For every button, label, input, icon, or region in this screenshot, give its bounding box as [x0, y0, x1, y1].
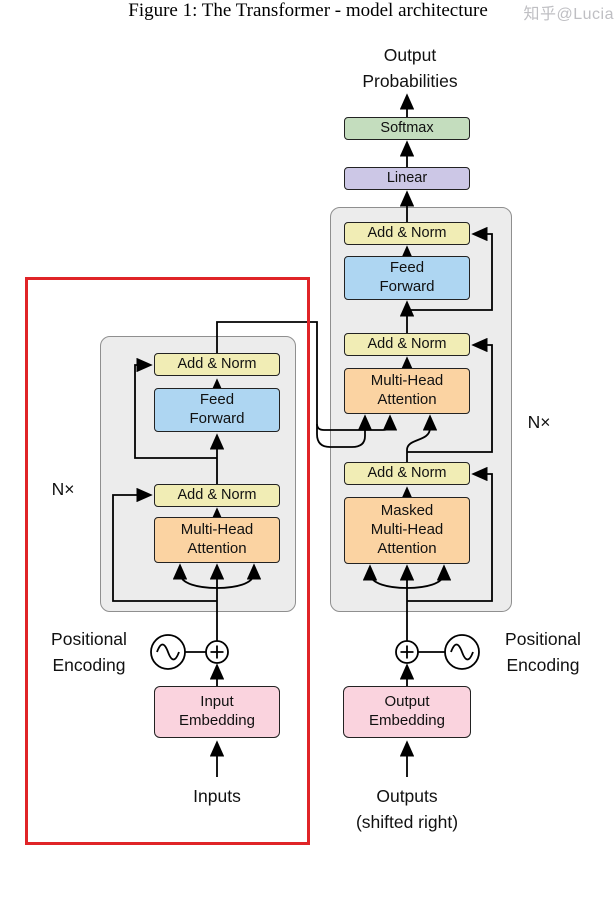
decoder-add-norm-middle: Add & Norm: [344, 333, 470, 356]
masked-multi-head-attention-box: Masked Multi-Head Attention: [344, 497, 470, 564]
watermark: 知乎@Lucia: [523, 6, 614, 23]
input-embedding-box: Input Embedding: [154, 686, 280, 738]
wire-decoder-residual-1: [407, 466, 493, 602]
sine-wave-glyph: [156, 643, 180, 661]
label-positional-encoding-right: Positional Encoding: [505, 629, 581, 676]
decoder-multi-head-attention-box: Multi-Head Attention: [344, 368, 470, 414]
decoder-add-norm-top: Add & Norm: [344, 222, 470, 245]
plus-glyph-right: [400, 645, 414, 659]
label-outputs: Outputs (shifted right): [355, 786, 459, 833]
arrow-encoder-kv-2: [316, 414, 398, 431]
wire-encoder-to-decoder-trunk: [216, 321, 318, 434]
wire-decoder-residual-2: [407, 337, 493, 453]
arrow-encoder-attention-k: [216, 563, 262, 589]
encoder-stack-container: [100, 336, 296, 612]
wire-encoder-residual-2: [134, 357, 217, 459]
wire-encoder-residual-1: [112, 487, 217, 602]
wire-decoder-residual-3: [407, 226, 493, 311]
plus-glyph-left: [210, 645, 224, 659]
encoder-add-norm-bottom: Add & Norm: [154, 484, 280, 507]
linear-box: Linear: [344, 167, 470, 190]
label-inputs: Inputs: [193, 786, 241, 806]
encoder-feed-forward-box: Feed Forward: [154, 388, 280, 432]
output-embedding-box: Output Embedding: [343, 686, 471, 738]
figure-caption: Figure 1: The Transformer - model archit…: [128, 0, 488, 21]
label-positional-encoding-left: Positional Encoding: [51, 629, 127, 676]
arrow-decoder-query: [406, 414, 438, 462]
encoder-multi-head-attention-box: Multi-Head Attention: [154, 517, 280, 563]
softmax-box: Softmax: [344, 117, 470, 140]
decoder-add-norm-bottom: Add & Norm: [344, 462, 470, 485]
arrow-encoder-kv-1: [316, 414, 373, 448]
arrow-masked-attention-k: [406, 564, 452, 589]
label-n-times-right: N×: [527, 412, 551, 432]
arrow-encoder-attention-q: [172, 563, 218, 589]
arrow-masked-attention-q: [362, 564, 408, 589]
label-n-times-left: N×: [51, 479, 75, 499]
decoder-feed-forward-box: Feed Forward: [344, 256, 470, 300]
label-output-probabilities: Output Probabilities: [362, 45, 458, 92]
sine-wave-glyph: [450, 643, 474, 661]
encoder-add-norm-top: Add & Norm: [154, 353, 280, 376]
